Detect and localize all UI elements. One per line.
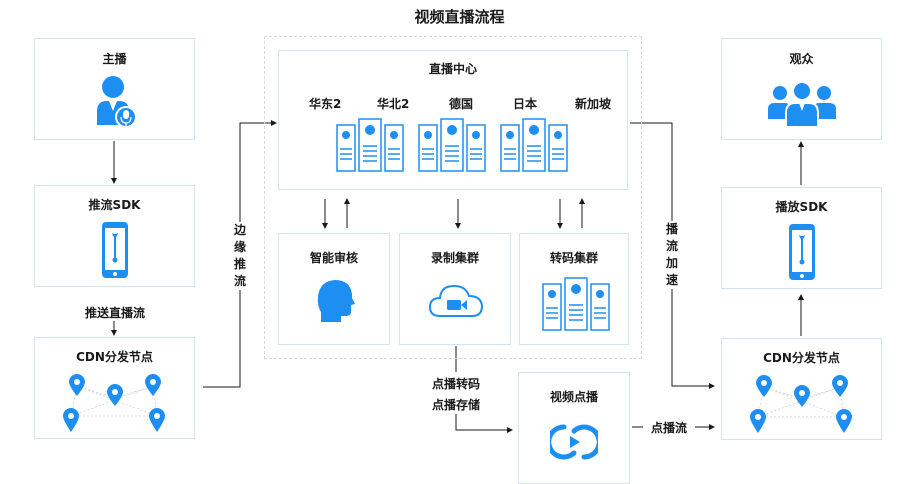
play-accel-label: 播流加速 [665,221,679,289]
play-sdk-box: 播放SDK [721,187,882,289]
push-stream-label: 推送直播流 [84,306,145,320]
region-north-china-2: 华北2 [377,97,410,111]
server-cluster-icon [336,118,568,172]
push-sdk-box: 推流SDK [34,185,195,287]
review-box: 智能审核 [278,233,390,345]
cloud-camera-icon [428,284,484,317]
push-sdk-label: 推流SDK [88,198,141,212]
anchor-label: 主播 [102,52,127,66]
vod-transcode-label: 点播转码 [431,377,480,391]
transcode-server-icon [542,277,610,331]
vod-box-label: 视频点播 [549,390,598,404]
viewer-label: 观众 [789,52,814,66]
record-label: 录制集群 [430,251,479,265]
play-sdk-label: 播放SDK [775,200,828,214]
phone-wrench-icon-viewer [789,224,815,280]
cdn-nodes-icon [63,374,165,432]
live-center-region [264,36,642,359]
edge-push-label: 边缘推流 [233,222,247,290]
region-japan: 日本 [513,97,538,111]
region-east-china-2: 华东2 [309,97,342,111]
vod-play-loop-icon [550,424,598,460]
region-singapore: 新加坡 [575,97,612,111]
live-center-box: 直播中心 华东2 华北2 德国 日本 新加坡 [278,50,628,190]
anchor-person-mic-icon [97,76,137,128]
vod-box: 视频点播 [518,372,630,484]
vod-storage-label: 点播存储 [431,398,480,412]
viewer-box: 观众 [721,38,882,140]
anchor-cdn-label: CDN分发节点 [76,350,153,364]
audience-group-icon [768,81,836,127]
record-box: 录制集群 [399,233,511,345]
viewer-cdn-label: CDN分发节点 [763,351,840,365]
anchor-box: 主播 [34,38,195,140]
arrow-record-to-vod [455,414,513,433]
viewer-cdn-box: CDN分发节点 [721,338,882,440]
vod-stream-label: 点播流 [650,421,687,435]
anchor-cdn-box: CDN分发节点 [34,337,195,439]
region-germany: 德国 [449,97,474,111]
live-center-label: 直播中心 [428,62,477,76]
head-profile-icon [317,280,355,322]
diagram-title: 视频直播流程 [414,8,505,26]
transcode-box: 转码集群 [519,233,629,345]
phone-wrench-icon [102,222,128,278]
transcode-label: 转码集群 [549,251,598,265]
review-label: 智能审核 [309,251,358,265]
cdn-nodes-icon-viewer [750,375,852,433]
